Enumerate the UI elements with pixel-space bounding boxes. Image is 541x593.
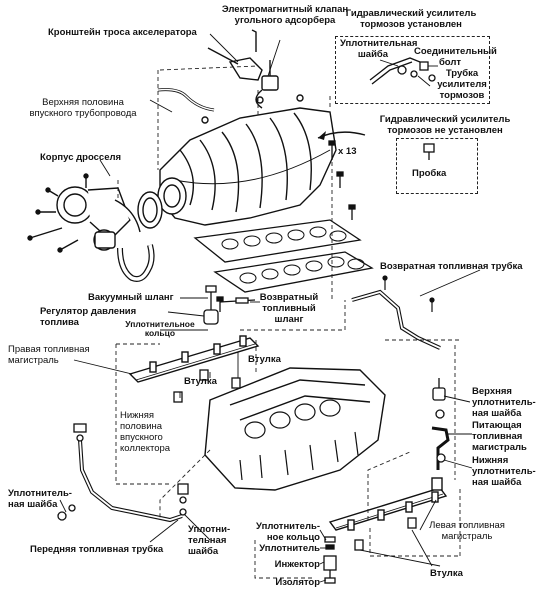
label-union-bolt: Соединительный болт (414, 46, 497, 68)
label-o-ring: Уплотнительное кольцо (125, 319, 195, 338)
label-lower-intake-half: Нижняя половина впускного коллектора (120, 410, 171, 454)
label-bushing-3: Втулка (430, 568, 463, 579)
label-supply-fuel-line: Питающая топливная магистраль (472, 420, 527, 453)
label-return-fuel-pipe: Возвратная топливная трубка (380, 261, 523, 272)
supply-fuel-line (431, 378, 450, 470)
throttle-gasket (137, 191, 163, 229)
left-fuel-rail (328, 477, 448, 531)
label-bushing-1: Втулка (248, 354, 281, 365)
label-throttle-cable-bracket: Кронштейн троса акселератора (48, 27, 197, 38)
label-sealing-washer-left: Уплотнитель- ная шайба (8, 488, 72, 510)
pressure-regulator (203, 285, 256, 325)
throttle-bolts (27, 173, 89, 253)
intake-gaskets (193, 219, 374, 293)
label-bolt-count: x 13 (338, 146, 357, 157)
label-brake-booster-not-installed: Гидравлический усилитель тормозов не уст… (379, 114, 511, 136)
throttle-body (56, 186, 141, 251)
vacuum-hose-upper (157, 88, 215, 112)
injector-stack (323, 536, 337, 584)
evap-solenoid (255, 60, 279, 109)
label-front-fuel-pipe: Передняя топливная трубка (30, 544, 164, 555)
accelerator-bracket (207, 29, 263, 81)
label-bushing-2: Втулка (184, 376, 217, 387)
leader-lines (115, 65, 461, 579)
brake-booster-parts (369, 57, 436, 85)
label-insulator: Изолятор (275, 577, 320, 588)
brake-booster-installed-box (335, 36, 490, 104)
label-fuel-pressure-regulator: Регулятор давления топлива (40, 306, 137, 328)
upper-intake-manifold (157, 94, 337, 226)
label-brake-booster-installed: Гидравлический усилитель тормозов устано… (345, 8, 477, 30)
right-fuel-rail (128, 335, 260, 383)
label-sealing-washer-mid: Уплотни- тельная шайба (188, 524, 231, 557)
bushings (173, 369, 417, 551)
label-right-fuel-rail: Правая топливная магистраль (8, 344, 90, 366)
label-sealing-washer-top: Уплотнительная шайба (340, 38, 418, 60)
label-brake-booster-tube: Трубка усилителя тормозов (437, 68, 487, 101)
label-throttle-body: Корпус дросселя (40, 152, 122, 163)
label-plug: Пробка (412, 168, 447, 179)
lower-intake-manifold (204, 367, 386, 491)
label-lower-sealing-washer: Нижняя уплотнитель- ная шайба (472, 455, 536, 488)
label-evap-solenoid: Электромагнитный клапан угольного адсорб… (221, 4, 349, 26)
label-vacuum-hose: Вакуумный шланг (88, 292, 174, 303)
label-upper-sealing-washer: Верхняя уплотнитель- ная шайба (472, 386, 536, 419)
brake-booster-not-installed-box (396, 138, 478, 194)
label-o-ring-injector: Уплотнитель- ное кольцо (256, 521, 320, 543)
label-injector: Инжектор (274, 559, 320, 570)
return-pipe-bolts (382, 275, 435, 312)
label-upper-intake-half: Верхняя половина впускного трубопровода (29, 97, 137, 119)
front-pipe-fittings (57, 423, 189, 521)
plug (423, 143, 435, 160)
manifold-bolts (216, 140, 356, 312)
label-left-fuel-rail: Левая топливная магистраль (429, 520, 505, 542)
label-seal: Уплотнитель (259, 543, 320, 554)
callout-lines (59, 33, 481, 583)
label-return-fuel-hose: Возвратный топливный шланг (259, 292, 319, 325)
